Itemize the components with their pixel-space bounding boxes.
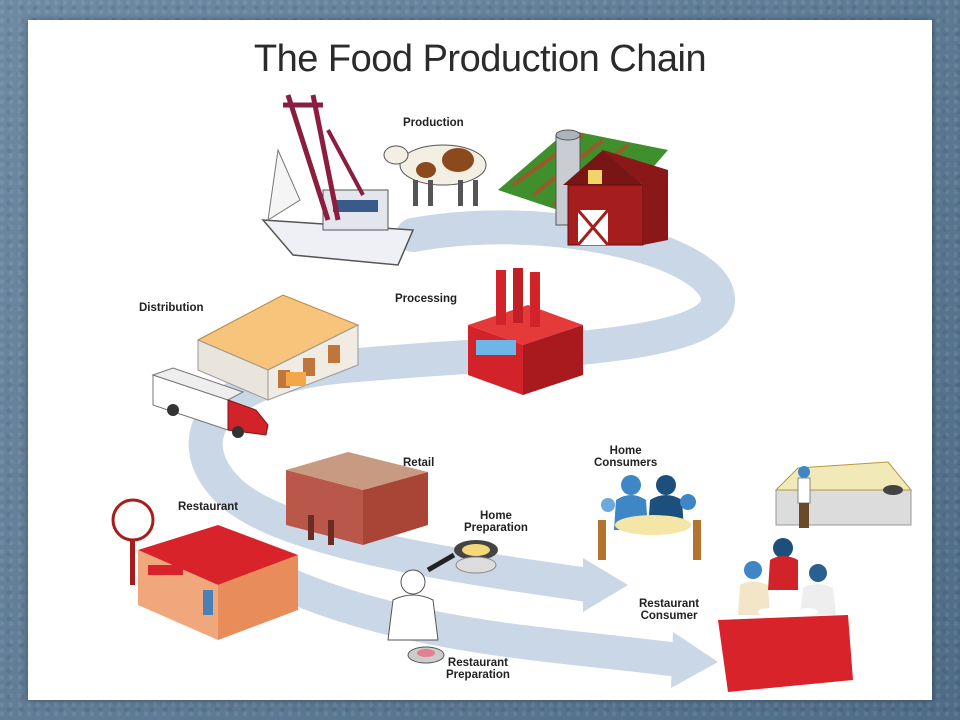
frying-pan-icon	[426, 540, 498, 574]
stage-label-production: Production	[403, 117, 464, 129]
fishing-boat-icon	[261, 94, 415, 266]
factory-icon	[468, 268, 583, 395]
retail-store-icon	[286, 452, 428, 545]
page-title: The Food Production Chain	[253, 38, 707, 80]
stage-label-home-consumers: Home Consumers	[594, 445, 658, 469]
stage-label-processing: Processing	[395, 293, 457, 305]
diners-at-table-icon	[718, 538, 853, 692]
stage-label-restaurant-preparation: Restaurant Preparation	[446, 657, 510, 681]
flow-arrowhead-home	[583, 558, 628, 612]
food-chain-diagram	[111, 94, 913, 692]
cow-icon	[383, 144, 487, 206]
stage-label-restaurant: Restaurant	[178, 501, 239, 513]
truck-icon	[151, 367, 269, 438]
stage-label-retail: Retail	[403, 457, 435, 469]
chef-icon	[387, 569, 445, 664]
restaurant-icon	[111, 498, 298, 640]
warehouse-icon	[196, 294, 360, 401]
stage-label-distribution: Distribution	[139, 302, 204, 314]
flow-arrow-branch	[261, 563, 695, 677]
family-at-table-icon	[598, 475, 701, 560]
slide: The Food Production Chain	[28, 20, 932, 700]
flow-arrowhead-restaurant	[671, 632, 718, 688]
barn-icon	[563, 150, 668, 246]
stage-label-home-preparation: Home Preparation	[464, 510, 528, 534]
buffet-icon	[774, 461, 913, 528]
stage-label-restaurant-consumer: Restaurant Consumer	[639, 598, 700, 622]
